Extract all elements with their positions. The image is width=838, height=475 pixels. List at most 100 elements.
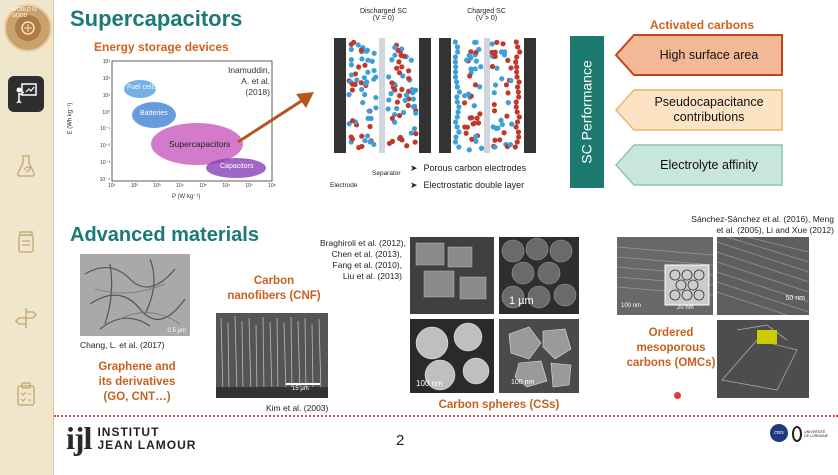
slide: Supercapacitors Energy storage devices F… [54,0,838,475]
ion-dot [472,82,479,88]
ion-dot [371,76,377,82]
ion-dot [505,57,511,63]
ion-dot [394,105,400,112]
ion-dot [348,57,354,63]
ion-dot [348,62,355,68]
ion-dot [349,136,355,142]
ion-dot [499,121,505,128]
perf-item-electrolyte-label: Electrolyte affinity [660,157,758,172]
batteries-label: Batteries [140,110,168,117]
ion-dot [471,120,477,126]
ion-dot [514,54,520,60]
ion-dot [503,82,510,88]
ion-dot [364,133,371,139]
ion-dot [409,87,415,93]
ion-dot [358,47,364,53]
ion-dot [474,115,480,121]
ion-dot [394,65,400,71]
bullet-porous-text: Porous carbon electrodes [423,163,527,173]
ion-dot [349,87,355,93]
right-electrode-2 [524,38,536,153]
ion-dot [471,103,477,109]
ion-dot [386,74,392,80]
charged-label: Charged SC (V > 0) [467,8,506,22]
ragone-chart: Fuel cells Batteries Supercapacitors Cap… [67,55,277,205]
spheres-image-3: 100 nm [410,319,494,393]
y-tick: 10⁻⁴ [99,176,110,183]
ion-dot [397,135,403,142]
bullet-arrow-icon: ➤ [410,180,418,190]
capacitors-label: Capacitors [220,163,254,170]
ion-dot [494,39,500,46]
ion-dot [366,108,372,114]
ion-dot [371,50,377,56]
ion-dot [367,139,373,145]
ragone-xlabel: P (W kg⁻¹) [172,194,201,200]
omc-red-dot [674,392,681,399]
separator-label: Separator [372,170,401,177]
y-tick: 10⁰ [102,109,110,116]
ion-dot [403,92,410,98]
ion-dot [466,147,472,153]
ion-dot [401,53,407,59]
x-tick: 10⁴ [176,183,184,189]
ion-dot [399,86,405,92]
ion-dot [369,58,375,64]
sidebar-item-jar[interactable] [8,224,44,260]
ion-dot [504,113,510,119]
ion-dot [463,130,469,136]
ion-dot [469,136,475,142]
ion-dot [452,54,459,60]
capacitors-region [206,158,266,178]
omc-image-2: 50 nm [717,237,809,315]
ion-dot [365,69,371,75]
sidebar-item-flask[interactable] [8,148,44,184]
ion-dot [465,91,472,97]
ijl-text: INSTITUT JEAN LAMOUR [97,425,196,452]
ion-dot [406,75,412,82]
spheres-scale-3: 100 nm [511,379,535,386]
ion-dot [491,90,497,96]
ion-dot [508,77,514,84]
ion-dot [468,66,474,72]
sidebar-item-presentation[interactable] [8,76,44,112]
ion-dot [516,94,522,100]
omc-image-3 [717,320,809,398]
ion-dot [489,41,495,47]
y-tick: 10¹ [102,92,110,99]
ion-dot [373,105,379,111]
sidebar-item-clipboard[interactable] [8,376,44,412]
perf-item-electrolyte: Electrolyte affinity [614,144,784,186]
sidebar-item-signpost[interactable] [8,300,44,336]
ion-dot [517,49,523,55]
omc-scale-2: 20 nm [677,305,694,311]
ion-dot [408,57,414,63]
ijl-logo: ijl INSTITUT JEAN LAMOUR [66,420,196,457]
ion-dot [461,93,468,99]
y-tick: 10⁻¹ [100,126,110,133]
ion-dot [392,44,398,51]
ion-dot [461,100,468,106]
left-electrode [334,38,346,153]
ion-dot [359,133,365,139]
ion-dot [492,137,498,143]
ion-dot [466,52,472,58]
ion-dot [489,63,496,70]
graphene-image: 0.5 µm [80,254,190,336]
ion-dot [512,144,518,150]
ion-dot [392,119,398,125]
pointer-arrow [237,92,314,144]
badge-text: WORLD IS GOOD [12,7,37,19]
advanced-materials-title: Advanced materials [70,224,259,246]
sc-bullets: ➤Porous carbon electrodes ➤Electrostatic… [410,160,526,194]
ion-dot [389,80,395,86]
ion-dot [516,114,522,120]
ion-dot [356,64,362,70]
ion-dot [396,70,403,76]
ion-dot [493,125,499,131]
ion-dot [513,39,519,45]
ion-dot [396,112,403,119]
page-number: 2 [396,432,405,449]
sc-diagram: Discharged SC (V = 0) Charged SC (V > 0)… [324,8,554,198]
